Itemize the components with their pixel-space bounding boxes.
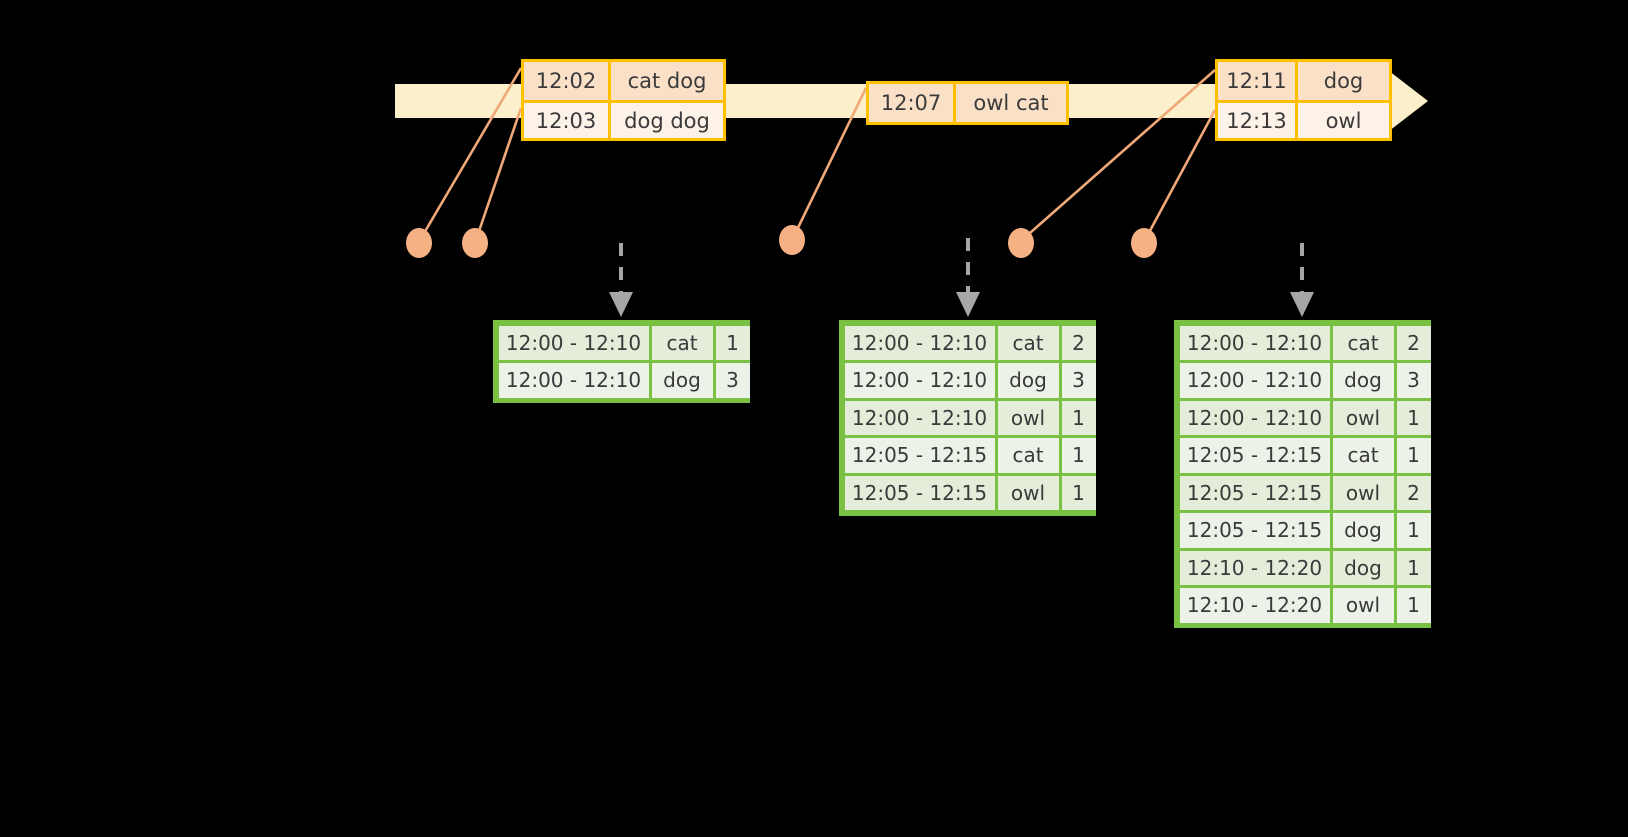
event-words: dog dog xyxy=(624,108,710,133)
table-row[interactable]: 12:00 - 12:10 dog 3 xyxy=(843,362,1096,400)
event-words: owl xyxy=(1325,108,1362,133)
cell-word: dog xyxy=(997,363,1059,398)
cell-count: 1 xyxy=(1396,400,1431,435)
cell-window: 12:05 - 12:15 xyxy=(844,475,995,510)
cell-word: owl xyxy=(1332,475,1394,510)
cell-window: 12:00 - 12:10 xyxy=(1179,400,1330,435)
event-words: dog xyxy=(1323,69,1364,93)
table-row[interactable]: 12:00 - 12:10 owl 1 xyxy=(1178,399,1431,437)
table-row[interactable]: 12:00 - 12:10 cat 1 xyxy=(497,324,750,362)
cell-count: 1 xyxy=(1061,400,1096,435)
dot-4 xyxy=(1008,228,1034,258)
event-group-1[interactable]: 12:02 cat dog 12:03 dog dog xyxy=(521,59,726,141)
cell-count: 3 xyxy=(715,363,750,398)
event-row[interactable]: 12:07 owl cat xyxy=(869,84,1066,122)
cell-window: 12:00 - 12:10 xyxy=(844,325,995,360)
cell-word: dog xyxy=(1332,550,1394,585)
cell-window: 12:00 - 12:10 xyxy=(1179,325,1330,360)
cell-word: cat xyxy=(997,325,1059,360)
cell-count: 2 xyxy=(1396,325,1431,360)
cell-count: 1 xyxy=(1396,438,1431,473)
cell-window: 12:05 - 12:15 xyxy=(1179,513,1330,548)
table-row[interactable]: 12:00 - 12:10 owl 1 xyxy=(843,399,1096,437)
event-group-2[interactable]: 12:07 owl cat xyxy=(866,81,1069,125)
cell-window: 12:10 - 12:20 xyxy=(1179,588,1330,623)
cell-count: 1 xyxy=(1396,588,1431,623)
emit-arrows xyxy=(619,238,1304,295)
event-time: 12:03 xyxy=(524,103,611,138)
table-row[interactable]: 12:00 - 12:10 cat 2 xyxy=(843,324,1096,362)
cell-window: 12:05 - 12:15 xyxy=(1179,475,1330,510)
event-row[interactable]: 12:13 owl xyxy=(1218,100,1389,138)
cell-count: 1 xyxy=(1396,513,1431,548)
event-row[interactable]: 12:02 cat dog xyxy=(524,62,723,100)
dot-2 xyxy=(462,228,488,258)
table-row[interactable]: 12:00 - 12:10 cat 2 xyxy=(1178,324,1431,362)
cell-count: 1 xyxy=(1061,475,1096,510)
cell-count: 1 xyxy=(1061,438,1096,473)
result-table-2[interactable]: 12:00 - 12:10 cat 2 12:00 - 12:10 dog 3 … xyxy=(839,320,1096,516)
event-time: 12:07 xyxy=(869,84,956,122)
table-row[interactable]: 12:00 - 12:10 dog 3 xyxy=(1178,362,1431,400)
cell-window: 12:10 - 12:20 xyxy=(1179,550,1330,585)
table-row[interactable]: 12:05 - 12:15 cat 1 xyxy=(843,437,1096,475)
cell-word: owl xyxy=(1332,400,1394,435)
table-row[interactable]: 12:05 - 12:15 owl 1 xyxy=(843,474,1096,512)
result-table-1[interactable]: 12:00 - 12:10 cat 1 12:00 - 12:10 dog 3 xyxy=(493,320,750,403)
cell-count: 2 xyxy=(1396,475,1431,510)
dot-5 xyxy=(1131,228,1157,258)
cell-word: owl xyxy=(1332,588,1394,623)
cell-count: 3 xyxy=(1061,363,1096,398)
cell-word: cat xyxy=(997,438,1059,473)
cell-window: 12:05 - 12:15 xyxy=(1179,438,1330,473)
event-time: 12:02 xyxy=(524,62,611,100)
event-words: owl cat xyxy=(973,91,1049,115)
event-group-3[interactable]: 12:11 dog 12:13 owl xyxy=(1215,59,1392,141)
cell-window: 12:00 - 12:10 xyxy=(498,363,649,398)
table-row[interactable]: 12:05 - 12:15 cat 1 xyxy=(1178,437,1431,475)
cell-window: 12:05 - 12:15 xyxy=(844,438,995,473)
cell-word: owl xyxy=(997,400,1059,435)
cell-count: 2 xyxy=(1061,325,1096,360)
cell-window: 12:00 - 12:10 xyxy=(844,400,995,435)
event-time: 12:11 xyxy=(1218,62,1298,100)
dot-3 xyxy=(779,225,805,255)
cell-window: 12:00 - 12:10 xyxy=(498,325,649,360)
connector-dots xyxy=(406,225,1157,258)
table-row[interactable]: 12:05 - 12:15 owl 2 xyxy=(1178,474,1431,512)
emit-arrow-heads xyxy=(609,292,1314,317)
cell-count: 1 xyxy=(715,325,750,360)
cell-count: 1 xyxy=(1396,550,1431,585)
cell-word: cat xyxy=(1332,325,1394,360)
table-row[interactable]: 12:10 - 12:20 dog 1 xyxy=(1178,549,1431,587)
table-row[interactable]: 12:00 - 12:10 dog 3 xyxy=(497,362,750,400)
event-row[interactable]: 12:03 dog dog xyxy=(524,100,723,138)
cell-word: dog xyxy=(651,363,713,398)
cell-word: dog xyxy=(1332,513,1394,548)
dot-1 xyxy=(406,228,432,258)
event-time: 12:13 xyxy=(1218,103,1298,138)
cell-count: 3 xyxy=(1396,363,1431,398)
cell-word: cat xyxy=(1332,438,1394,473)
table-row[interactable]: 12:05 - 12:15 dog 1 xyxy=(1178,512,1431,550)
cell-window: 12:00 - 12:10 xyxy=(1179,363,1330,398)
event-words: cat dog xyxy=(627,69,707,93)
cell-window: 12:00 - 12:10 xyxy=(844,363,995,398)
event-row[interactable]: 12:11 dog xyxy=(1218,62,1389,100)
cell-word: cat xyxy=(651,325,713,360)
table-row[interactable]: 12:10 - 12:20 owl 1 xyxy=(1178,587,1431,625)
result-table-3[interactable]: 12:00 - 12:10 cat 2 12:00 - 12:10 dog 3 … xyxy=(1174,320,1431,628)
cell-word: dog xyxy=(1332,363,1394,398)
cell-word: owl xyxy=(997,475,1059,510)
